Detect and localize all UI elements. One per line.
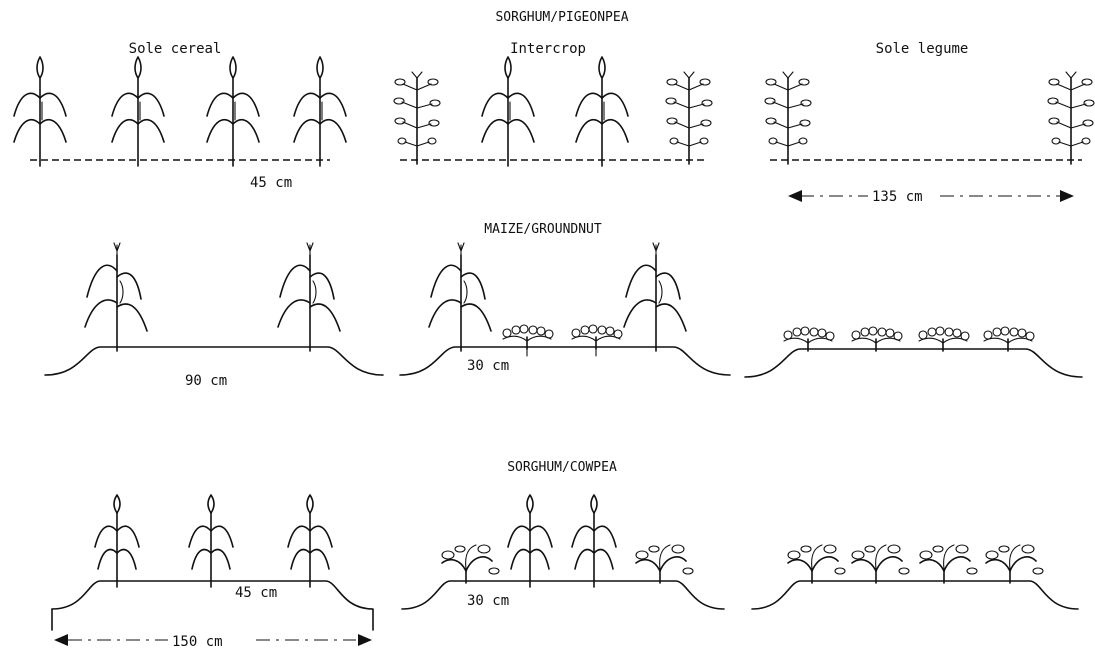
sorghum-plant <box>206 56 260 167</box>
groundnut-plant <box>983 326 1035 352</box>
pigeonpea-plant <box>393 71 441 165</box>
sorghum-plant <box>13 56 67 167</box>
maize-plant <box>623 242 687 352</box>
cowpea-plant <box>635 544 694 584</box>
sorghum-plant <box>293 56 347 167</box>
ridge-bed <box>401 580 725 610</box>
panel-sole-cereal: 90 cm <box>44 242 384 389</box>
column-heading-sole-legume: Sole legume <box>876 41 969 57</box>
panel-intercrop: 30 cm <box>399 242 731 376</box>
row-spacing-label: 45 cm <box>250 175 292 191</box>
section-sorghum-pigeonpea: SORGHUM/PIGEONPEA Sole cereal Intercrop … <box>13 10 1095 205</box>
row-spacing-label: 90 cm <box>185 373 227 389</box>
row-spacing-label: 30 cm <box>467 593 509 609</box>
sorghum-plant <box>571 494 617 588</box>
bed-width-label: 150 cm <box>172 634 223 650</box>
panel-sole-legume <box>751 544 1079 610</box>
groundnut-plant <box>918 326 970 352</box>
panel-intercrop: 30 cm <box>401 494 725 610</box>
section-title: SORGHUM/COWPEA <box>507 460 617 475</box>
row-spacing-label: 45 cm <box>235 585 277 601</box>
pigeonpea-plant <box>665 71 713 165</box>
cowpea-plant <box>787 544 846 584</box>
sorghum-plant <box>111 56 165 167</box>
panel-sole-cereal: 45 cm 150 cm <box>51 494 374 650</box>
maize-plant <box>428 242 492 352</box>
section-sorghum-cowpea: SORGHUM/COWPEA 45 cm 150 cm 30 cm <box>51 460 1079 650</box>
groundnut-plant <box>502 324 554 350</box>
row-spacing-arrow <box>788 190 1074 202</box>
row-spacing-label: 30 cm <box>467 358 509 374</box>
cowpea-plant <box>985 544 1044 584</box>
panel-sole-cereal: 45 cm <box>13 56 347 191</box>
pigeonpea-plant <box>764 71 812 165</box>
sorghum-plant <box>287 494 333 588</box>
cowpea-plant <box>919 544 978 584</box>
row-spacing-label: 135 cm <box>872 189 923 205</box>
sorghum-plant <box>575 56 629 167</box>
cowpea-plant <box>851 544 910 584</box>
sorghum-plant <box>188 494 234 588</box>
maize-plant <box>84 242 148 352</box>
section-title: MAIZE/GROUNDNUT <box>484 222 602 237</box>
sorghum-plant <box>94 494 140 588</box>
section-title: SORGHUM/PIGEONPEA <box>495 10 628 25</box>
groundnut-plant <box>851 326 903 352</box>
bed-width-arrow <box>54 634 372 646</box>
groundnut-plant <box>783 326 835 352</box>
section-maize-groundnut: MAIZE/GROUNDNUT 90 cm 30 cm <box>44 222 1083 389</box>
cowpea-plant <box>441 544 500 584</box>
column-heading-intercrop: Intercrop <box>510 41 586 57</box>
ridge-bed <box>44 346 384 376</box>
column-heading-sole-cereal: Sole cereal <box>129 41 222 57</box>
ridge-bed <box>51 580 374 631</box>
ridge-bed <box>399 346 731 376</box>
ridge-bed <box>751 580 1079 610</box>
sorghum-plant <box>481 56 535 167</box>
ridge-bed <box>744 348 1083 378</box>
groundnut-plant <box>571 324 623 350</box>
panel-sole-legume: 135 cm <box>764 71 1095 205</box>
panel-intercrop <box>393 56 713 167</box>
maize-plant <box>277 242 341 352</box>
pigeonpea-plant <box>1047 71 1095 165</box>
sorghum-plant <box>507 494 553 588</box>
panel-sole-legume <box>744 326 1083 378</box>
